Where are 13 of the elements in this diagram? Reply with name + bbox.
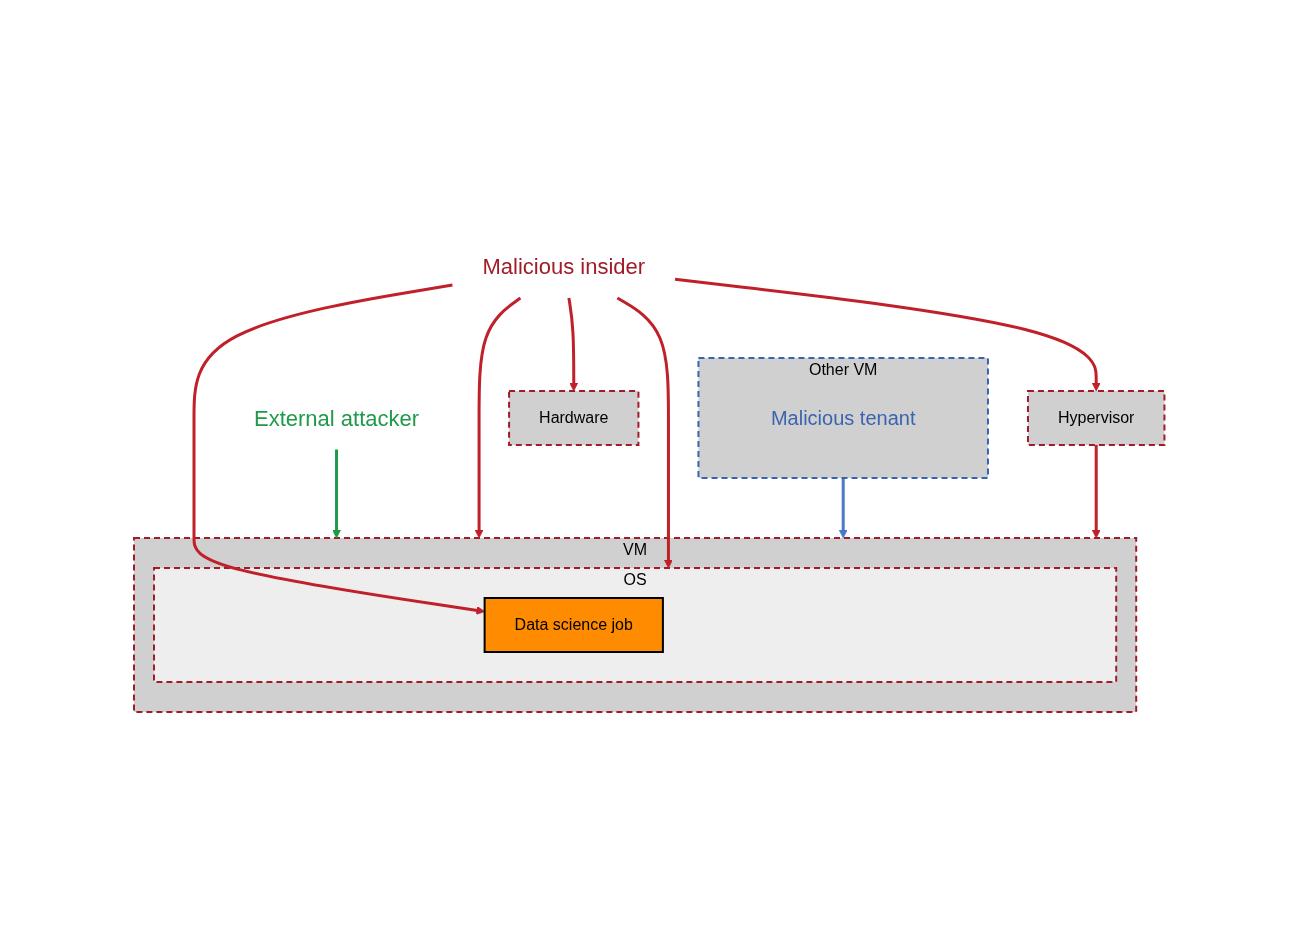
arrow	[332, 449, 342, 539]
arrow	[839, 478, 848, 539]
node-text: Malicious insider	[482, 254, 646, 279]
node-text: Malicious tenant	[771, 407, 916, 429]
arrow	[1092, 445, 1101, 539]
arrow	[567, 297, 579, 392]
arrow	[675, 277, 1101, 392]
arrow	[616, 296, 674, 569]
node-text: External attacker	[254, 405, 420, 431]
node-box: Hypervisor	[1027, 390, 1166, 446]
arrow	[474, 296, 522, 539]
node-box: Hardware	[508, 390, 640, 446]
node-box: Data science job	[483, 597, 665, 653]
